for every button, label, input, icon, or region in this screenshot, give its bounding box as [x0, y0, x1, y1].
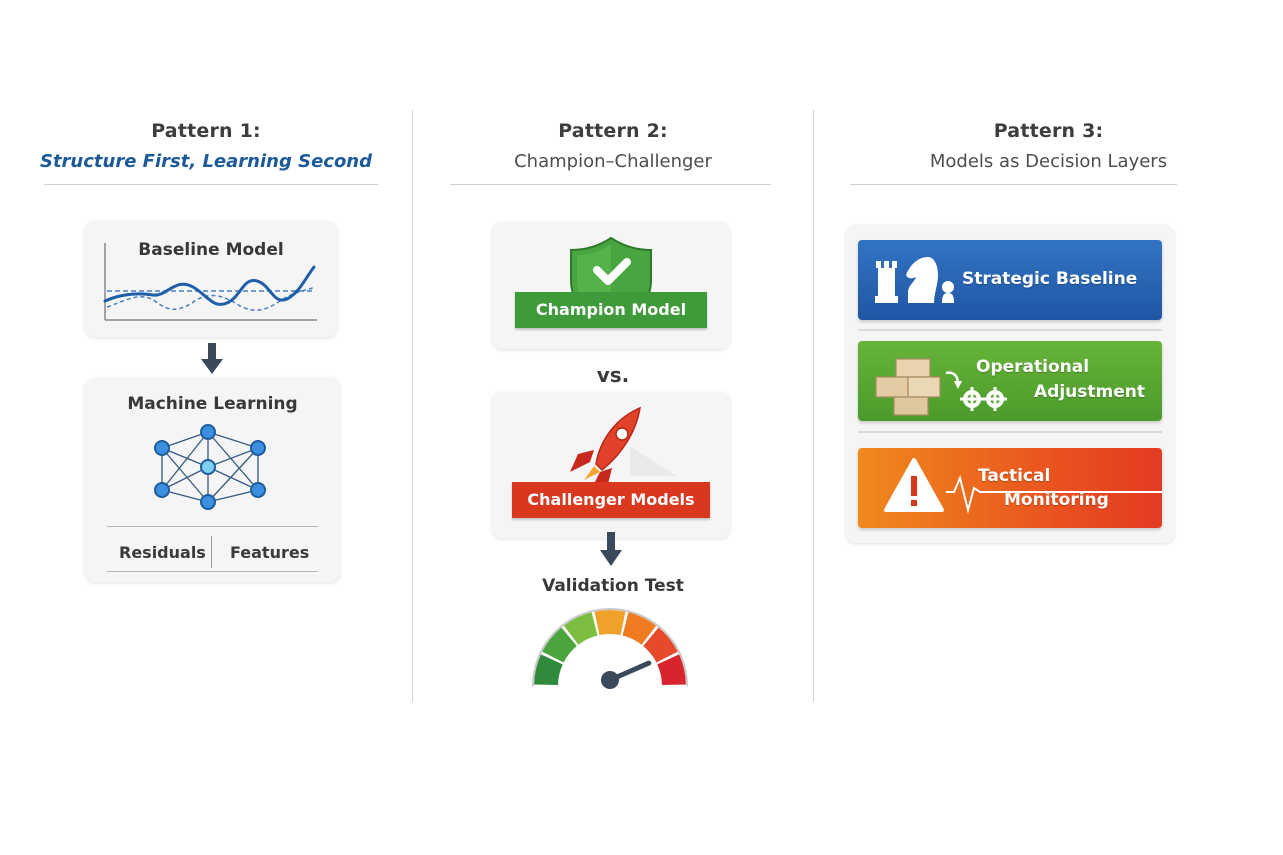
rocket-icon: [570, 406, 676, 486]
gauge-hub: [601, 671, 619, 689]
residuals-label: Residuals: [119, 543, 206, 562]
pattern-3-header: Pattern 3: Models as Decision Layers: [814, 120, 1283, 172]
pattern-1-subtitle: Structure First, Learning Second: [39, 151, 373, 172]
pattern-1-title: Pattern 1:: [151, 120, 261, 142]
layer-separator-1: [858, 329, 1162, 331]
column-divider-2: [813, 110, 814, 702]
versus-label: vs.: [596, 363, 630, 387]
champion-model-banner: Champion Model: [515, 292, 707, 328]
operational-label-line1: Operational: [976, 357, 1090, 377]
gauge-segments: [534, 610, 686, 685]
strategic-baseline-label: Strategic Baseline: [962, 269, 1138, 289]
tactical-label-line1: Tactical: [978, 466, 1051, 486]
pattern-3-column: Pattern 3: Models as Decision Layers Str…: [814, 0, 1283, 855]
baseline-line-chart-icon: [103, 243, 317, 321]
column-divider-1: [412, 110, 413, 702]
neural-network-icon: [154, 424, 266, 510]
pattern-3-rule: [850, 184, 1177, 185]
gauge-segment-3: [563, 612, 598, 645]
gauge-segment-1: [534, 654, 563, 685]
decision-layers-card: Strategic Baseline: [846, 225, 1174, 543]
champion-card: Champion Model: [492, 222, 730, 349]
gauge-icon: [532, 608, 688, 689]
pattern-1-header: Pattern 1: Structure First, Learning Sec…: [0, 120, 412, 172]
operational-label-line2: Adjustment: [1034, 382, 1145, 402]
pattern-2-rule: [450, 184, 771, 185]
challenger-models-banner: Challenger Models: [512, 482, 710, 518]
baseline-model-card: Baseline Model: [85, 221, 337, 337]
features-label: Features: [230, 543, 310, 562]
boxes-gears-icon: [875, 358, 1007, 416]
tactical-label-line2: Monitoring: [1004, 490, 1109, 510]
ml-card-rule: [107, 526, 318, 527]
tactical-monitoring-layer: Tactical Monitoring: [858, 448, 1162, 528]
machine-learning-card: Machine Learning Residuals Features: [85, 378, 340, 582]
operational-adjustment-layer: Operational Adjustment: [858, 341, 1162, 421]
pattern-2-title: Pattern 2:: [558, 120, 668, 142]
strategic-baseline-layer: Strategic Baseline: [858, 240, 1162, 320]
ml-card-rule-bottom: [107, 571, 318, 572]
pattern-3-subtitle: Models as Decision Layers: [929, 151, 1168, 172]
pattern-2-subtitle: Champion–Challenger: [514, 151, 712, 172]
machine-learning-title: Machine Learning: [127, 394, 298, 414]
gauge-segment-2: [542, 627, 577, 663]
pattern-2-header: Pattern 2: Champion–Challenger: [413, 120, 813, 172]
challenger-card: Challenger Models: [492, 392, 730, 538]
chess-pieces-icon: [875, 257, 954, 303]
arrow-down-icon: [600, 532, 622, 566]
pattern-3-title: Pattern 3:: [993, 120, 1104, 142]
validation-test-title: Validation Test: [542, 576, 684, 596]
baseline-model-title: Baseline Model: [138, 240, 284, 260]
gauge-segment-6: [643, 627, 678, 663]
pattern-2-column: Pattern 2: Champion–Challenger Champion …: [413, 0, 813, 855]
layer-separator-2: [858, 431, 1162, 433]
gauge-segment-7: [657, 654, 686, 685]
gauge-segment-5: [622, 612, 657, 645]
pattern-1-column: Pattern 1: Structure First, Learning Sec…: [0, 0, 412, 855]
warning-pulse-icon: [884, 458, 1162, 514]
gauge-segment-4: [594, 610, 626, 636]
arrow-down-icon: [201, 343, 223, 374]
pattern-1-rule: [44, 184, 378, 185]
ml-footer-divider: [211, 536, 212, 568]
